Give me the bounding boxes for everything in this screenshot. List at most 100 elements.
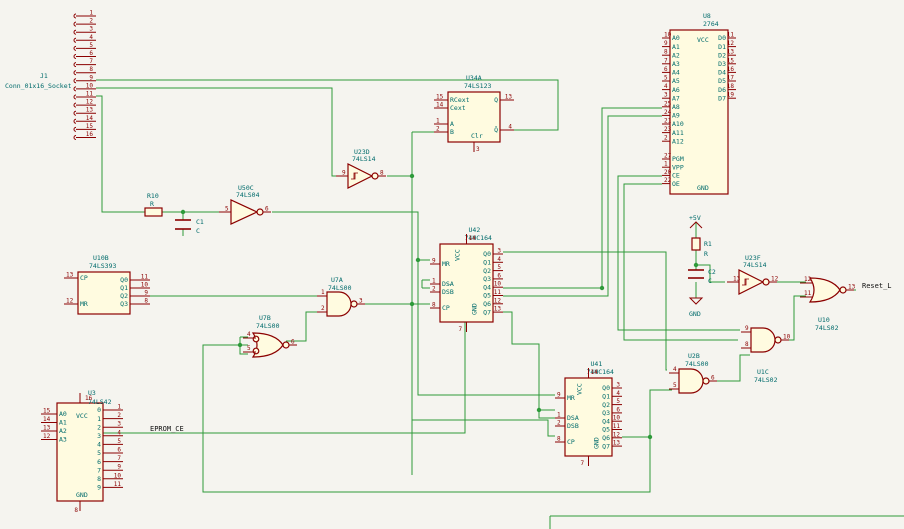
connector-pin-number: 10 xyxy=(86,82,94,89)
u8-pin-number: 18 xyxy=(727,83,735,90)
u7b-value: 74LS00 xyxy=(256,322,280,330)
u10b-pin-label: Q1 xyxy=(120,284,128,292)
u8-pin-label: D3 xyxy=(718,60,726,68)
connector-pin-number: 15 xyxy=(86,123,94,130)
u8-pin-label: A7 xyxy=(672,94,680,102)
u50c-ref: U50C xyxy=(238,184,254,192)
u8-pin-number: 24 xyxy=(664,109,672,116)
junction-dot xyxy=(693,262,699,268)
u7b-body xyxy=(251,332,284,358)
wire-u1c-to-u10 xyxy=(776,295,806,341)
u42-pin-label: Q6 xyxy=(483,300,491,308)
u41-gnd-label: GND xyxy=(593,437,601,449)
wire-u42q5-to-a9 xyxy=(503,115,662,297)
u8-vcc-label: VCC xyxy=(697,36,709,44)
c2-value: C xyxy=(708,277,712,285)
u8-pin-label: D6 xyxy=(718,86,726,94)
u3-gnd-label: GND xyxy=(76,491,88,499)
u7a-body xyxy=(326,291,352,317)
u8-pin-label: D0 xyxy=(718,34,726,42)
connector-pin-number: 8 xyxy=(89,66,93,73)
u8-pin-number: 19 xyxy=(727,92,735,99)
u34a-pin-label: RCext xyxy=(450,96,470,104)
u41-pin-label: Q0 xyxy=(602,384,610,392)
u7a-value: 74LS00 xyxy=(328,284,352,292)
u10b-pin-number: 11 xyxy=(141,274,149,281)
u1c-body xyxy=(750,327,776,353)
r10-value: R xyxy=(150,200,154,208)
junction-dot xyxy=(409,301,415,307)
u23d-pin-number: 9 xyxy=(342,170,346,177)
u34a-pin-label: Clr xyxy=(471,132,483,140)
u23d-pin-number: 8 xyxy=(380,170,384,177)
u3-pin-number: 9 xyxy=(117,464,121,471)
u8-pin-label: A10 xyxy=(672,120,684,128)
u10-pin-number: 11 xyxy=(804,290,812,297)
u41-pin-number: 2 xyxy=(557,420,561,427)
net-label-eprom-ce: EPROM_CE xyxy=(150,425,184,433)
u42-pin-number: 7 xyxy=(459,326,463,333)
u42-pin-label: Q4 xyxy=(483,283,491,291)
u41-value: 74HC164 xyxy=(587,368,614,376)
u8-pin-label: D2 xyxy=(718,51,726,59)
u10b-pin-label: Q3 xyxy=(120,300,128,308)
socket-contact xyxy=(73,45,77,51)
u41-pin-number: 1 xyxy=(557,412,561,419)
u2b-pin-number: 4 xyxy=(673,366,677,373)
junction-dot xyxy=(180,209,186,215)
u1c-bubble xyxy=(774,336,782,344)
u41-pin-label: Q4 xyxy=(602,417,610,425)
connector-pin-number: 7 xyxy=(89,58,93,65)
u8-pin-number: 27 xyxy=(664,153,672,160)
u34a-pin-number: 13 xyxy=(505,94,513,101)
u8-pin-number: 11 xyxy=(727,32,735,39)
u8-pin-number: 21 xyxy=(664,118,672,125)
u23d-ref: U23D xyxy=(354,148,370,156)
u8-pin-label: OE xyxy=(672,180,680,188)
u3-pin-label: A3 xyxy=(59,436,67,444)
u41-pin-label: MR xyxy=(567,394,575,402)
u8-pin-number: 8 xyxy=(664,49,668,56)
u10b-pin-number: 8 xyxy=(144,298,148,305)
u42-pin-number: 9 xyxy=(432,258,436,265)
u42-pin-number: 13 xyxy=(494,306,502,313)
wire-loop-to-u7b xyxy=(202,344,651,493)
u41-pin-number: 5 xyxy=(616,398,620,405)
u10b-pin-label: Q0 xyxy=(120,276,128,284)
socket-contact xyxy=(73,13,77,19)
u42-pin-label: Q1 xyxy=(483,259,491,267)
u8-pin-label: A0 xyxy=(672,34,680,42)
u8-pin-number: 22 xyxy=(664,177,672,184)
u10b-pin-number: 12 xyxy=(66,298,74,305)
u41-pin-number: 14 xyxy=(591,369,599,376)
u8-pin-label: A2 xyxy=(672,51,680,59)
u10b-ref: U10B xyxy=(93,254,109,262)
u3-pin-number: 14 xyxy=(43,416,51,423)
u41-pin-number: 11 xyxy=(613,423,621,430)
u3-pin-label: 4 xyxy=(97,441,101,449)
u42-pin-number: 12 xyxy=(494,297,502,304)
u3-pin-number: 5 xyxy=(117,438,121,445)
connector-pin-number: 11 xyxy=(86,91,94,98)
u7a-pin-number: 3 xyxy=(359,298,363,305)
u3-pin-label: 2 xyxy=(97,423,101,431)
u34a-body xyxy=(447,91,501,143)
u3-pin-number: 16 xyxy=(85,395,93,402)
u8-pin-label: A3 xyxy=(672,60,680,68)
u41-pin-number: 6 xyxy=(616,406,620,413)
u10-bubble xyxy=(839,286,847,294)
junction-dot xyxy=(536,407,542,413)
u23d-body xyxy=(347,163,374,189)
u8-ref: U8 xyxy=(703,12,711,20)
u8-pin-label: A11 xyxy=(672,129,684,137)
wire-j1-11-to-r10 xyxy=(96,95,145,213)
u8-pin-label: D5 xyxy=(718,77,726,85)
socket-contact xyxy=(73,118,77,124)
u3-pin-number: 12 xyxy=(43,433,51,440)
connector-pin-number: 16 xyxy=(86,131,94,138)
u10-value: 74LS02 xyxy=(815,324,839,332)
u3-pin-number: 11 xyxy=(114,481,122,488)
wire-u7b-to-u7a xyxy=(286,311,318,342)
u41-pin-number: 7 xyxy=(581,460,585,467)
u42-pin-number: 10 xyxy=(494,281,502,288)
